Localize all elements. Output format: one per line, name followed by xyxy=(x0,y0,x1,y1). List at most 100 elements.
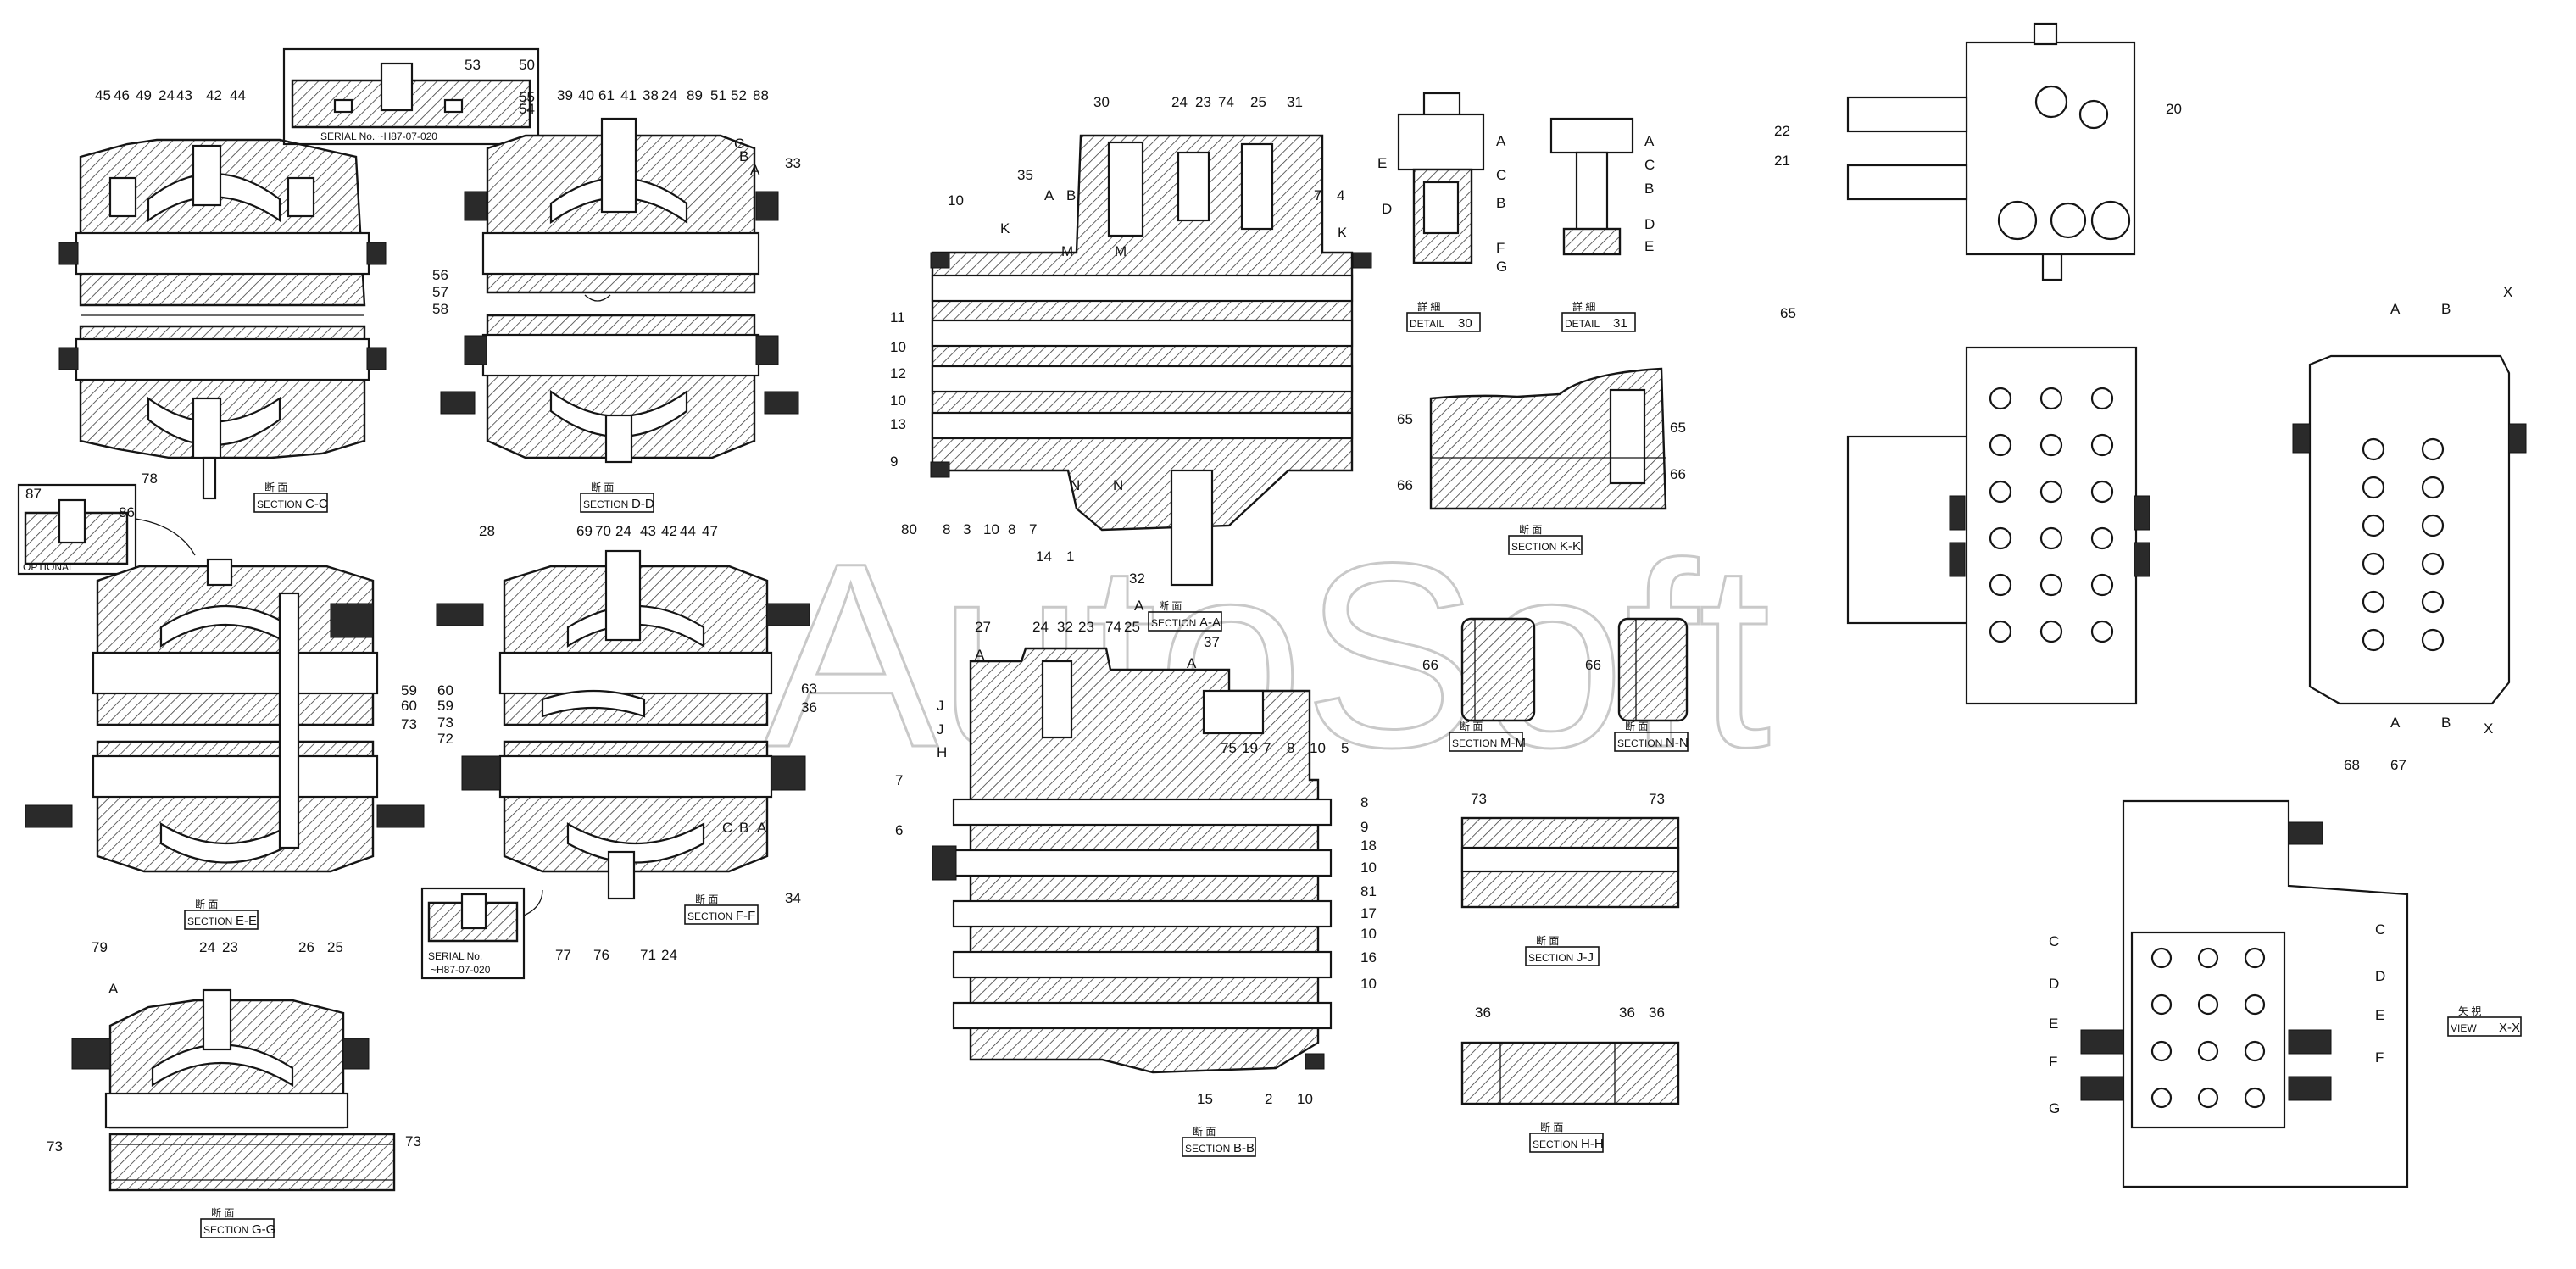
callout-label: X xyxy=(2503,284,2512,300)
plate-kanji: 詳 細 xyxy=(1572,300,1595,313)
callout-label: 21 xyxy=(1774,153,1790,169)
callout-label: A xyxy=(750,162,760,178)
callout-label: 43 xyxy=(176,87,192,103)
callout-label: E xyxy=(2049,1016,2058,1032)
callout-label: C xyxy=(2049,933,2059,949)
callout-label: 7 xyxy=(1314,187,1321,203)
plate-prefix: SECTION xyxy=(1151,617,1196,629)
callout-label: 14 xyxy=(1036,548,1052,565)
callout-label: 66 xyxy=(1670,466,1686,482)
section-jj-drawing xyxy=(1460,816,1680,909)
callout-label: 10 xyxy=(1360,860,1377,876)
callout-label: 60 xyxy=(437,682,453,699)
callout-label: 9 xyxy=(890,454,898,470)
callout-label: 65 xyxy=(1670,420,1686,436)
callout-label: 50 xyxy=(519,57,535,73)
plate-prefix: SECTION xyxy=(1185,1143,1230,1155)
callout-label: H xyxy=(937,744,947,760)
plate-kanji: 断 面 xyxy=(695,893,718,905)
callout-label: K xyxy=(1338,225,1348,241)
plate-kanji: 断 面 xyxy=(1540,1121,1563,1133)
plate-suffix: C-C xyxy=(305,497,328,511)
side-view-drawing xyxy=(2292,354,2527,705)
callout-label: C xyxy=(1496,167,1506,183)
callout-label: K xyxy=(1000,220,1010,237)
plate-suffix: N-N xyxy=(1666,736,1689,750)
callout-label: 67 xyxy=(2390,757,2406,773)
callout-label: 9 xyxy=(1360,819,1368,835)
callout-label: 44 xyxy=(680,523,696,539)
plate-kanji: 断 面 xyxy=(1193,1125,1216,1138)
plate-kanji: 断 面 xyxy=(1519,523,1542,536)
callout-label: C xyxy=(722,820,732,836)
callout-label: F xyxy=(2049,1054,2057,1070)
callout-label: G xyxy=(1496,259,1507,275)
callout-label: 25 xyxy=(1250,94,1266,110)
callout-label: 24 xyxy=(159,87,175,103)
plate-suffix: 30 xyxy=(1458,316,1472,331)
callout-label: A xyxy=(1644,133,1655,149)
callout-label: 2 xyxy=(1265,1091,1272,1107)
callout-label: 49 xyxy=(136,87,152,103)
callout-label: 1 xyxy=(1066,548,1074,565)
callout-label: B xyxy=(2441,715,2451,731)
callout-label: A xyxy=(2390,301,2401,317)
section-kk-drawing xyxy=(1429,367,1667,510)
callout-label: 46 xyxy=(114,87,130,103)
plate-kanji: 断 面 xyxy=(591,481,614,493)
callout-label: 45 xyxy=(95,87,111,103)
callout-label: 8 xyxy=(1360,794,1368,810)
plate-suffix: F-F xyxy=(736,909,755,923)
callout-label: M xyxy=(1115,243,1127,259)
callout-label: D xyxy=(2049,976,2059,992)
callout-label: 10 xyxy=(1360,976,1377,992)
callout-label: 13 xyxy=(890,416,906,432)
callout-label: 65 xyxy=(1397,411,1413,427)
callout-label: A xyxy=(1044,187,1054,203)
callout-label: 25 xyxy=(327,939,343,955)
callout-label: 81 xyxy=(1360,883,1377,899)
callout-label: 32 xyxy=(1057,619,1073,635)
plate-suffix: B-B xyxy=(1233,1141,1255,1155)
callout-label: 12 xyxy=(890,365,906,381)
plate-prefix: SECTION xyxy=(1533,1138,1577,1150)
section-plate-det-30: 詳 細 DETAIL 30 xyxy=(1406,300,1481,332)
plate-prefix: DETAIL xyxy=(1410,318,1444,330)
callout-label: 34 xyxy=(785,890,801,906)
callout-label: 23 xyxy=(1195,94,1211,110)
serial-note-ff-line1: SERIAL No. xyxy=(428,950,482,962)
callout-label: 39 xyxy=(557,87,573,103)
plate-suffix: K-K xyxy=(1560,539,1581,554)
section-ee-drawing xyxy=(25,558,425,873)
callout-label: 78 xyxy=(142,470,158,487)
callout-label: 7 xyxy=(1263,740,1271,756)
callout-label: 76 xyxy=(593,947,609,963)
callout-label: 69 xyxy=(576,523,593,539)
callout-label: 40 xyxy=(578,87,594,103)
plate-suffix: A-A xyxy=(1199,615,1221,630)
serial-inset-top xyxy=(282,47,540,146)
callout-label: B xyxy=(1066,187,1076,203)
callout-label: 71 xyxy=(640,947,656,963)
callout-label: 56 xyxy=(432,267,448,283)
callout-label: 4 xyxy=(1337,187,1344,203)
callout-label: E xyxy=(1644,238,1654,254)
view-xx-drawing xyxy=(2080,799,2409,1188)
callout-label: 24 xyxy=(1171,94,1188,110)
callout-label: C xyxy=(1644,157,1655,173)
front-view-drawing xyxy=(1846,346,2150,705)
plate-kanji: 断 面 xyxy=(195,898,218,910)
plate-kanji: 詳 細 xyxy=(1417,300,1440,313)
callout-label: 10 xyxy=(890,392,906,409)
section-bb-drawing xyxy=(932,647,1333,1074)
callout-label: B xyxy=(1644,181,1654,197)
